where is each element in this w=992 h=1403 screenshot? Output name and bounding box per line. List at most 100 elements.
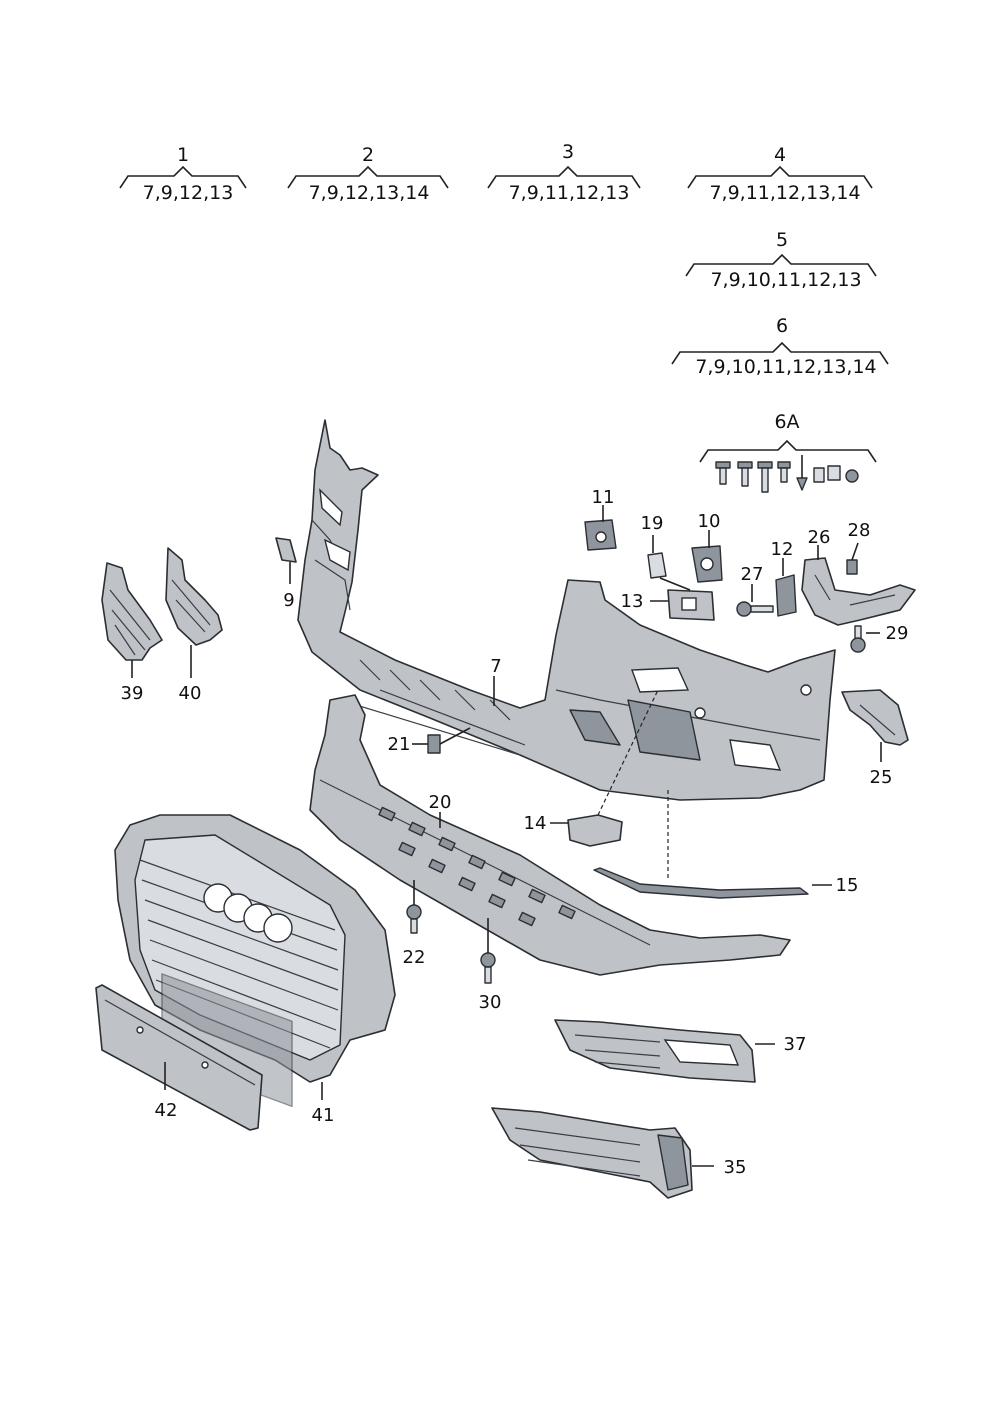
screw-head: [757, 461, 773, 469]
group-2: 2 7,9,12,13,14: [287, 144, 449, 204]
group-3: 3 7,9,11,12,13: [487, 141, 641, 204]
fog-opening-right: [627, 699, 701, 761]
group-items: 7,9,10,11,12,13,14: [695, 356, 876, 378]
label-13: 13: [621, 591, 644, 612]
label-10: 10: [698, 511, 721, 532]
sensor-hole: [800, 684, 812, 696]
label-9: 9: [283, 590, 294, 611]
guide-bracket-ribs: [814, 574, 896, 606]
label-41: 41: [312, 1105, 335, 1126]
group-brace: [671, 341, 889, 365]
part-20-absorber: [309, 694, 791, 976]
part-28-clip: [846, 559, 858, 575]
grille-bars-lower: [359, 659, 511, 721]
bracket-hole: [595, 531, 607, 543]
plate-hole: [136, 1026, 144, 1034]
label-39: 39: [121, 683, 144, 704]
leader-28: [851, 542, 859, 561]
label-42: 42: [155, 1100, 178, 1121]
group-6: 6 7,9,10,11,12,13,14: [671, 315, 889, 378]
group-items: 7,9,12,13: [143, 182, 234, 204]
label-25: 25: [870, 767, 893, 788]
screw-head: [777, 461, 791, 469]
screw-head: [715, 461, 731, 469]
label-37: 37: [784, 1034, 807, 1055]
group-4: 4 7,9,11,12,13,14: [687, 144, 873, 204]
bracket-ribs: [109, 589, 151, 656]
label-19: 19: [641, 513, 664, 534]
holder-hole: [700, 557, 714, 571]
group-items: 7,9,11,12,13: [509, 182, 630, 204]
part-30-screw-head: [480, 952, 496, 968]
label-26: 26: [808, 527, 831, 548]
part-22-screw-shank: [410, 918, 418, 934]
bumper-slot: [323, 538, 351, 572]
plate-hole: [201, 1061, 209, 1069]
group-brace: [287, 165, 449, 189]
audi-rings: [203, 883, 293, 943]
label-22: 22: [403, 947, 426, 968]
bracket-rib: [859, 704, 896, 736]
clip: [796, 477, 808, 491]
screw-shank: [761, 467, 769, 493]
leader-14-dashed: [597, 689, 659, 816]
group-number: 6: [776, 315, 788, 337]
part-35-fog-grille: [491, 1107, 693, 1199]
fog-grille-bars: [574, 1034, 661, 1069]
bracket-ribs: [171, 579, 211, 633]
part-26-guide-bracket: [801, 557, 916, 626]
label-12: 12: [771, 539, 794, 560]
label-7: 7: [490, 656, 501, 677]
label-11: 11: [592, 487, 615, 508]
group-6a: 6A: [699, 411, 877, 493]
absorber-edge: [319, 779, 651, 946]
sensor-hole: [694, 707, 706, 719]
bumper-cover-body: [297, 419, 836, 801]
screw-shank: [780, 467, 788, 483]
group-items: 7,9,12,13,14: [309, 182, 430, 204]
label-21: 21: [388, 734, 411, 755]
group-number: 6A: [774, 411, 799, 433]
group-brace: [699, 439, 877, 463]
part-22-screw-head: [406, 904, 422, 920]
leader-21-mount: [439, 727, 471, 745]
label-15: 15: [836, 875, 859, 896]
part-27-screw-shank: [750, 605, 774, 613]
group-number: 2: [362, 144, 374, 166]
group-1: 1 7,9,12,13: [119, 144, 247, 204]
fastener-set: [715, 455, 859, 493]
label-30: 30: [479, 992, 502, 1013]
part-39-bracket: [101, 562, 163, 661]
part-9-cap: [275, 537, 297, 563]
fog-grille-end: [657, 1134, 689, 1191]
group-number: 5: [776, 229, 788, 251]
label-40: 40: [179, 683, 202, 704]
plate-bracket-edge: [104, 999, 256, 1086]
group-brace: [687, 165, 873, 189]
group-number: 4: [774, 144, 786, 166]
ring: [263, 913, 293, 943]
leader-19-13: [659, 577, 691, 591]
part-27-screw-head: [736, 601, 752, 617]
part-21-clip: [427, 734, 441, 754]
fog-grille-window: [663, 1039, 740, 1066]
bracket-window: [681, 597, 697, 611]
label-29: 29: [886, 623, 909, 644]
group-number: 3: [562, 141, 574, 163]
bumper-cover: [297, 419, 836, 801]
screw-head: [737, 461, 753, 469]
group-number: 1: [177, 144, 189, 166]
group-brace: [685, 253, 877, 277]
part-30-screw-shank: [484, 966, 492, 984]
group-brace: [487, 165, 641, 189]
fog-opening-left: [569, 709, 621, 746]
label-27: 27: [741, 564, 764, 585]
washer-opening: [631, 667, 690, 693]
group-5: 5 7,9,10,11,12,13: [685, 229, 877, 291]
group-brace: [119, 165, 247, 189]
part-14-washer-cap: [567, 814, 623, 847]
group-items: 7,9,11,12,13,14: [709, 182, 860, 204]
label-14: 14: [524, 813, 547, 834]
part-37-fog-grille: [554, 1019, 756, 1083]
fog-grille-bars: [514, 1127, 641, 1177]
